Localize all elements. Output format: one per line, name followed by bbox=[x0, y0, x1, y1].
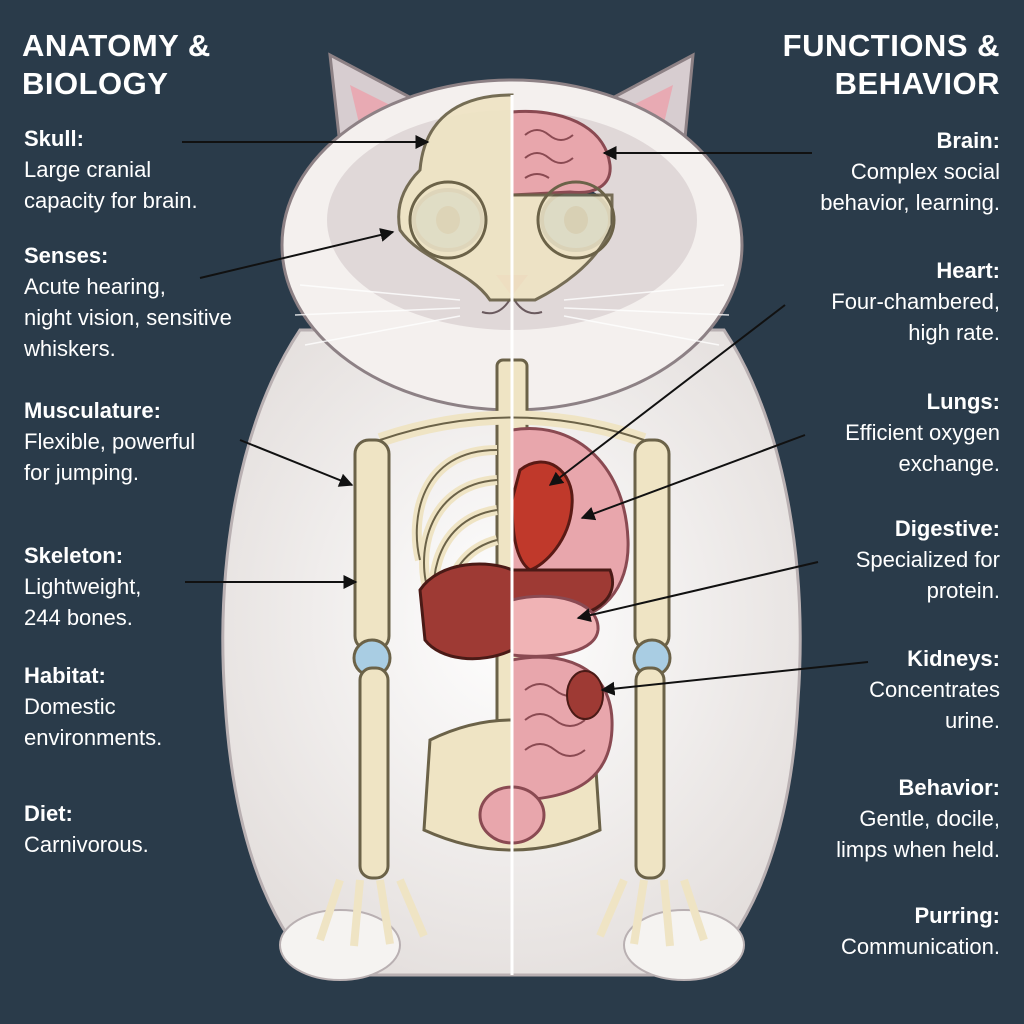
left-heading: ANATOMY & BIOLOGY bbox=[22, 27, 211, 103]
label-text: Carnivorous. bbox=[24, 832, 149, 857]
whiskers bbox=[294, 284, 730, 346]
right-heading-line-1: FUNCTIONS & bbox=[782, 28, 1000, 63]
label-text: Lightweight, 244 bones. bbox=[24, 574, 142, 630]
label-title: Heart: bbox=[936, 258, 1000, 283]
liver-left bbox=[418, 562, 514, 661]
label-digestive: Digestive: Specialized for protein. bbox=[710, 513, 1000, 606]
arrow-digestive bbox=[576, 561, 819, 622]
label-title: Digestive: bbox=[894, 516, 1000, 541]
arrow-lungs bbox=[580, 434, 806, 521]
arrow-senses bbox=[199, 228, 395, 279]
left-callout-arrows bbox=[182, 135, 430, 589]
heart bbox=[512, 460, 574, 572]
label-title: Lungs: bbox=[926, 389, 1000, 414]
arrow-kidneys bbox=[600, 661, 869, 696]
label-title: Brain: bbox=[936, 128, 1000, 153]
label-title: Senses: bbox=[24, 243, 109, 268]
label-diet: Diet: Carnivorous. bbox=[24, 798, 314, 860]
right-heading-line-2: BEHAVIOR bbox=[834, 66, 1000, 101]
left-heading-line-1: ANATOMY & bbox=[22, 28, 211, 63]
label-habitat: Habitat: Domestic environments. bbox=[24, 660, 314, 753]
label-text: Acute hearing, night vision, sensitive w… bbox=[24, 274, 232, 361]
label-title: Skull: bbox=[24, 126, 84, 151]
right-callout-arrows bbox=[548, 146, 869, 696]
label-title: Habitat: bbox=[24, 663, 106, 688]
label-lungs: Lungs: Efficient oxygen exchange. bbox=[710, 386, 1000, 479]
arrow-musculature bbox=[239, 439, 354, 487]
stomach bbox=[512, 594, 600, 658]
label-text: Specialized for protein. bbox=[855, 547, 1000, 603]
label-skeleton: Skeleton: Lightweight, 244 bones. bbox=[24, 540, 314, 633]
label-title: Behavior: bbox=[898, 775, 1000, 800]
right-heading: FUNCTIONS & BEHAVIOR bbox=[783, 27, 1000, 103]
label-skull: Skull: Large cranial capacity for brain. bbox=[24, 123, 314, 216]
kidney bbox=[566, 670, 604, 720]
label-title: Skeleton: bbox=[24, 543, 124, 568]
label-text: Gentle, docile, limps when held. bbox=[836, 806, 1000, 862]
label-text: Concentrates urine. bbox=[869, 677, 1000, 733]
label-text: Efficient oxygen exchange. bbox=[845, 420, 1000, 476]
label-title: Musculature: bbox=[24, 398, 161, 423]
label-text: Large cranial capacity for brain. bbox=[24, 157, 198, 213]
arrow-heart bbox=[548, 304, 786, 486]
label-text: Communication. bbox=[841, 934, 1000, 959]
label-title: Kidneys: bbox=[907, 646, 1000, 671]
label-purring: Purring: Communication. bbox=[710, 900, 1000, 962]
label-behavior: Behavior: Gentle, docile, limps when hel… bbox=[710, 772, 1000, 865]
label-text: Four-chambered, high rate. bbox=[831, 289, 1000, 345]
label-musculature: Musculature: Flexible, powerful for jump… bbox=[24, 395, 314, 488]
organs bbox=[512, 427, 630, 802]
label-text: Domestic environments. bbox=[24, 694, 163, 750]
label-text: Complex social behavior, learning. bbox=[820, 159, 1000, 215]
label-text: Flexible, powerful for jumping. bbox=[24, 429, 196, 485]
label-senses: Senses: Acute hearing, night vision, sen… bbox=[24, 240, 314, 364]
label-kidneys: Kidneys: Concentrates urine. bbox=[710, 643, 1000, 736]
left-heading-line-2: BIOLOGY bbox=[22, 66, 169, 101]
label-title: Purring: bbox=[914, 903, 1000, 928]
label-brain: Brain: Complex social behavior, learning… bbox=[710, 125, 1000, 218]
label-heart: Heart: Four-chambered, high rate. bbox=[710, 255, 1000, 348]
label-title: Diet: bbox=[24, 801, 73, 826]
